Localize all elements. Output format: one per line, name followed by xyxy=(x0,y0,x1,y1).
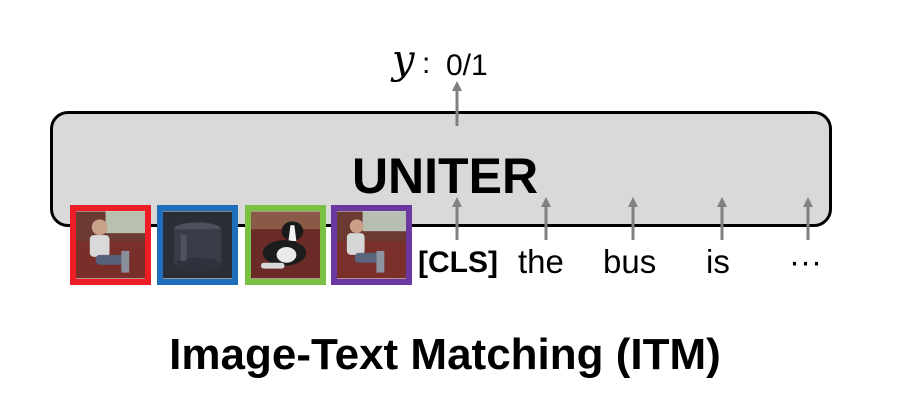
token-the: the xyxy=(518,243,564,280)
output-value: 0/1 xyxy=(446,49,488,82)
person-on-couch-image xyxy=(337,211,406,279)
person-on-couch-image xyxy=(76,211,145,279)
token-ellipsis: ··· xyxy=(789,243,822,280)
output-separator: : xyxy=(422,47,431,80)
token-is: is xyxy=(706,243,730,280)
diagram-caption: Image-Text Matching (ITM) xyxy=(169,330,721,379)
dark-object-image xyxy=(163,211,232,279)
image-region-4 xyxy=(331,205,412,285)
dog-on-chair-image xyxy=(251,211,320,279)
token-bus: bus xyxy=(603,243,657,280)
image-region-3 xyxy=(245,205,326,285)
image-region-2 xyxy=(157,205,238,285)
output-symbol: y xyxy=(392,37,415,83)
token-cls: [CLS] xyxy=(418,246,498,279)
model-title: UNITER xyxy=(351,148,539,204)
image-region-1 xyxy=(70,205,151,285)
